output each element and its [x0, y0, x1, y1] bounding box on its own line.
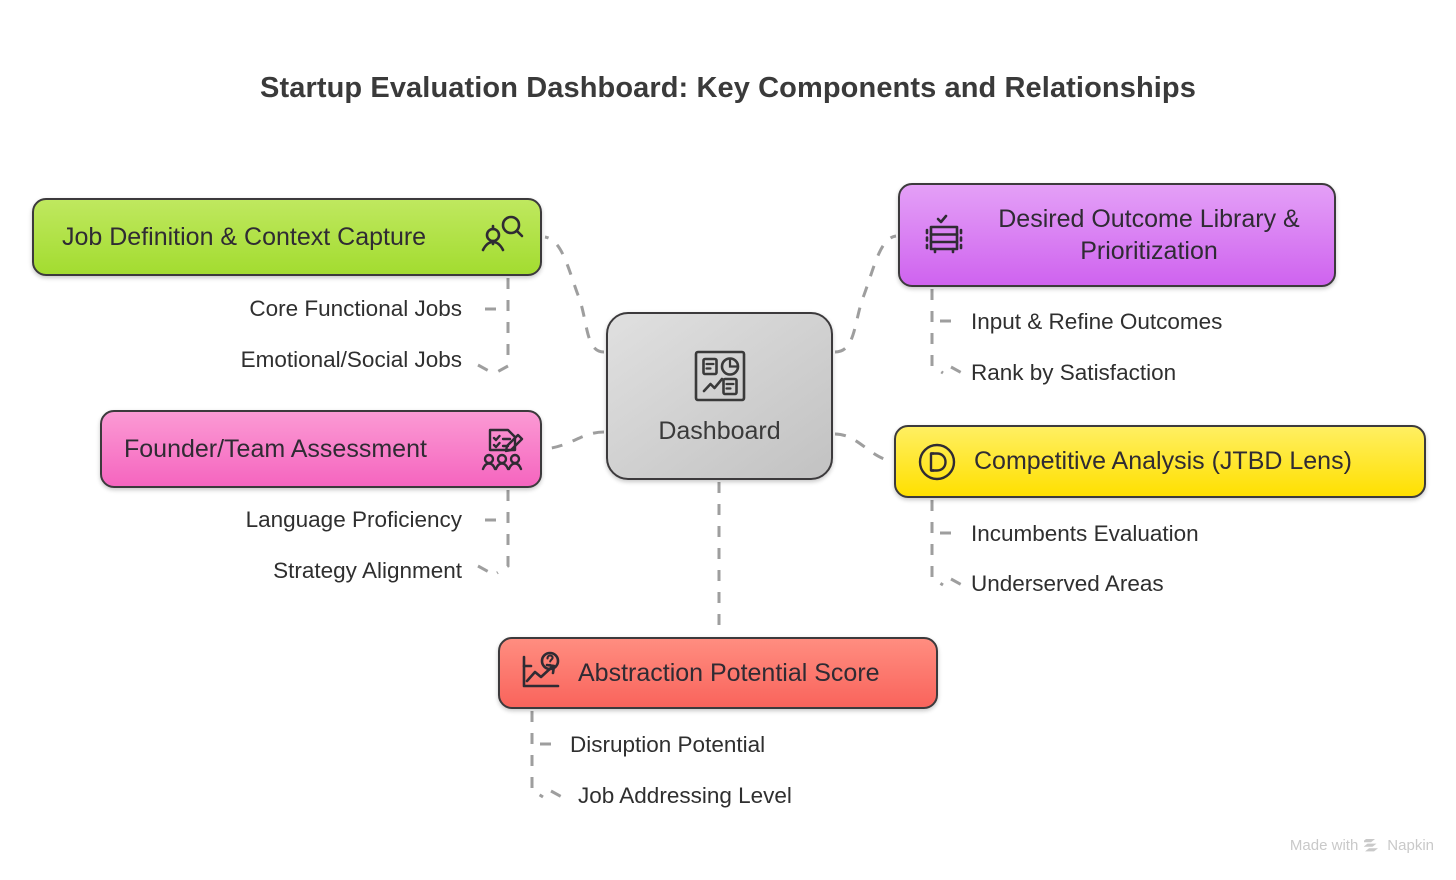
- watermark-prefix: Made with: [1289, 837, 1359, 854]
- tick-founder-2: [477, 564, 490, 574]
- connector-center-founder: [544, 430, 605, 451]
- connector-center-job: [544, 235, 605, 354]
- sub-label-core-functional-jobs: Core Functional Jobs: [249, 296, 462, 321]
- circled-d-icon: [916, 441, 958, 483]
- node-abstraction-score-label: Abstraction Potential Score: [578, 658, 880, 687]
- watermark: Made with Napkin: [1290, 837, 1434, 854]
- sub-label-input-refine-outcomes: Input & Refine Outcomes: [971, 309, 1223, 334]
- napkin-logo-icon: [1364, 838, 1381, 853]
- node-competitive-analysis-label: Competitive Analysis (JTBD Lens): [974, 447, 1352, 476]
- sub-label-language-proficiency: Language Proficiency: [245, 507, 462, 532]
- page-title: Startup Evaluation Dashboard: Key Compon…: [260, 72, 1196, 104]
- chart-question-icon: [518, 650, 564, 696]
- dashboard-grid-icon: [689, 345, 751, 407]
- node-founder-assessment[interactable]: Founder/Team Assessment: [100, 410, 542, 488]
- node-job-definition[interactable]: Job Definition & Context Capture: [32, 198, 542, 276]
- sub-label-rank-by-satisfaction: Rank by Satisfaction: [971, 360, 1177, 385]
- node-competitive-analysis[interactable]: Competitive Analysis (JTBD Lens): [894, 425, 1426, 498]
- watermark-brand: Napkin: [1387, 837, 1434, 854]
- connector-center-comp: [834, 432, 893, 463]
- checklist-pencil-people-icon: [478, 425, 526, 473]
- sub-label-disruption-potential: Disruption Potential: [570, 732, 766, 757]
- node-outcome-library-label: Desired Outcome Library & Prioritization: [998, 204, 1300, 266]
- tick-abs-2: [550, 789, 563, 799]
- sub-label-strategy-alignment: Strategy Alignment: [273, 558, 462, 583]
- person-search-icon: [476, 214, 524, 260]
- bracket-abs: [530, 711, 544, 799]
- node-abstraction-score[interactable]: Abstraction Potential Score: [498, 637, 938, 709]
- node-dashboard[interactable]: Dashboard: [606, 312, 833, 480]
- bracket-founder: [496, 490, 510, 575]
- tick-comp-2: [950, 577, 963, 587]
- node-outcome-library[interactable]: Desired Outcome Library & Prioritization: [898, 183, 1336, 287]
- tick-outcome-2: [950, 365, 963, 375]
- node-founder-assessment-label: Founder/Team Assessment: [124, 434, 427, 463]
- tick-job-2: [477, 363, 490, 373]
- sub-label-incumbents-evaluation: Incumbents Evaluation: [971, 521, 1199, 546]
- sub-label-underserved-areas: Underserved Areas: [971, 571, 1164, 596]
- node-job-definition-label: Job Definition & Context Capture: [62, 222, 427, 251]
- sub-label-emotional-social-jobs: Emotional/Social Jobs: [240, 347, 462, 372]
- sub-label-job-addressing-level: Job Addressing Level: [578, 783, 792, 808]
- bracket-outcome: [930, 289, 944, 375]
- node-dashboard-label: Dashboard: [658, 416, 781, 445]
- bracket-job: [496, 278, 510, 374]
- library-checklist-icon: [918, 209, 966, 261]
- connector-center-outcome: [834, 234, 897, 354]
- bracket-comp: [930, 500, 944, 587]
